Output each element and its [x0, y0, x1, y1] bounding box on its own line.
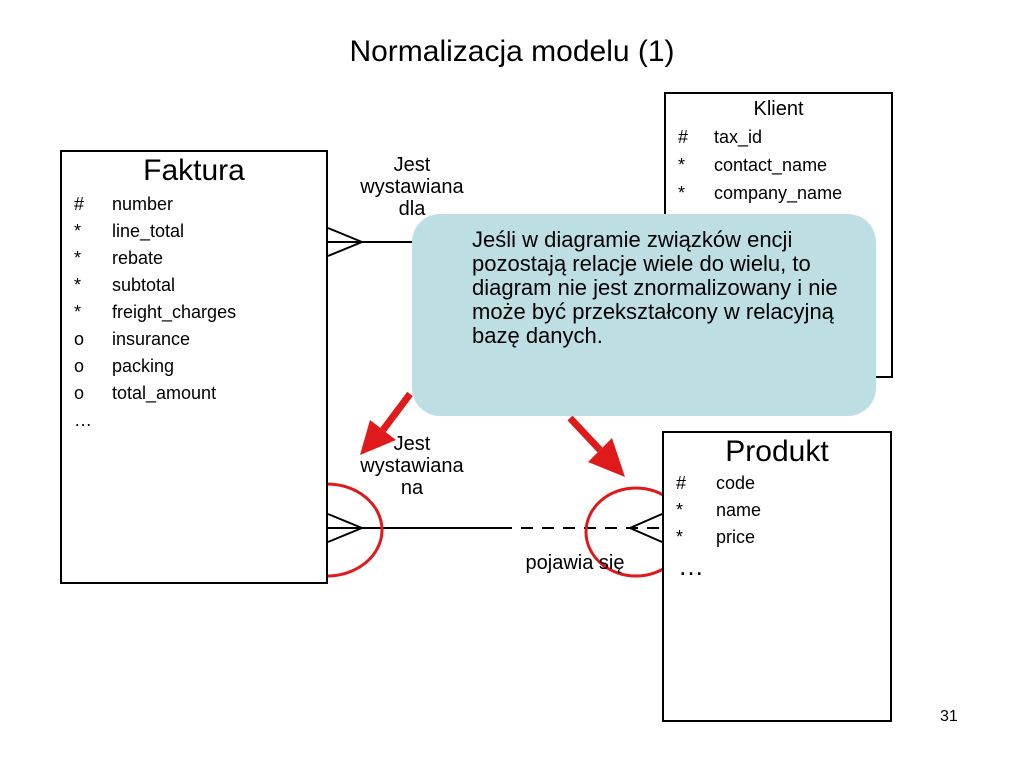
attribute-row: o total_amount: [74, 380, 326, 407]
attribute-row: * company_name: [678, 179, 891, 207]
attribute-name: price: [716, 527, 756, 547]
crows-foot-faktura-produkt: [327, 513, 363, 543]
attribute-marker: *: [676, 500, 684, 520]
normalization-callout: Jeśli w diagramie związków encji pozosta…: [412, 214, 876, 416]
attribute-name: freight_charges: [112, 302, 237, 322]
attribute-marker: o: [74, 383, 85, 403]
attribute-row: * name: [676, 497, 890, 524]
attribute-row: * rebate: [74, 245, 326, 272]
attribute-row: o packing: [74, 353, 326, 380]
more-attributes-ellipsis: …: [678, 551, 704, 581]
relationship-label-faktura-klient: Jest wystawiana dla: [360, 154, 464, 220]
produkt-attribute-list: # code * name * price: [676, 470, 890, 551]
attribute-marker: #: [676, 473, 687, 493]
crows-foot-faktura-klient: [327, 227, 363, 257]
attribute-row: * line_total: [74, 218, 326, 245]
attribute-marker: #: [74, 194, 85, 214]
attribute-row: # tax_id: [678, 123, 891, 151]
attribute-row: * freight_charges: [74, 299, 326, 326]
attribute-name: insurance: [112, 329, 191, 349]
relationship-label-produkt-faktura: pojawia się: [525, 552, 625, 574]
crows-foot-produkt-faktura: [629, 513, 663, 543]
red-arrow-left: [360, 391, 413, 455]
attribute-marker: #: [678, 127, 689, 147]
attribute-name: contact_name: [714, 155, 828, 175]
attribute-name: total_amount: [112, 383, 217, 403]
entity-name-produkt: Produkt: [725, 435, 829, 468]
attribute-name: company_name: [714, 183, 843, 203]
faktura-attribute-list: # number * line_total * rebate * subtotal * f…: [74, 191, 326, 407]
entity-produkt: Produkt # code * name * price …: [662, 431, 892, 722]
red-arrow-right: [567, 415, 625, 477]
relationship-label-faktura-produkt: Jest wystawiana na: [360, 433, 464, 499]
attribute-marker: *: [678, 183, 686, 203]
attribute-row: * contact_name: [678, 151, 891, 179]
attribute-marker: *: [74, 221, 82, 241]
slide-title: Normalizacja modelu (1): [349, 35, 675, 68]
attribute-marker: *: [74, 302, 82, 322]
attribute-name: subtotal: [112, 275, 176, 295]
attribute-name: line_total: [112, 221, 185, 241]
attribute-name: code: [716, 473, 756, 493]
entity-name-faktura: Faktura: [143, 154, 245, 187]
attribute-name: packing: [112, 356, 175, 376]
page-number: 31: [940, 708, 958, 725]
attribute-row: # code: [676, 470, 890, 497]
more-attributes-ellipsis: …: [74, 410, 92, 430]
attribute-row: * price: [676, 524, 890, 551]
attribute-row: # number: [74, 191, 326, 218]
attribute-name: number: [112, 194, 174, 214]
entity-faktura: Faktura # number * line_total * rebate * sub…: [60, 150, 328, 584]
attribute-name: name: [716, 500, 762, 520]
attribute-name: tax_id: [714, 127, 763, 147]
attribute-name: rebate: [112, 248, 164, 268]
attribute-marker: o: [74, 356, 85, 376]
attribute-row: * subtotal: [74, 272, 326, 299]
attribute-marker: *: [676, 527, 684, 547]
entity-name-klient: Klient: [753, 98, 804, 120]
attribute-marker: *: [74, 248, 82, 268]
attribute-marker: o: [74, 329, 85, 349]
attribute-marker: *: [74, 275, 82, 295]
attribute-marker: *: [678, 155, 686, 175]
attribute-row: o insurance: [74, 326, 326, 353]
